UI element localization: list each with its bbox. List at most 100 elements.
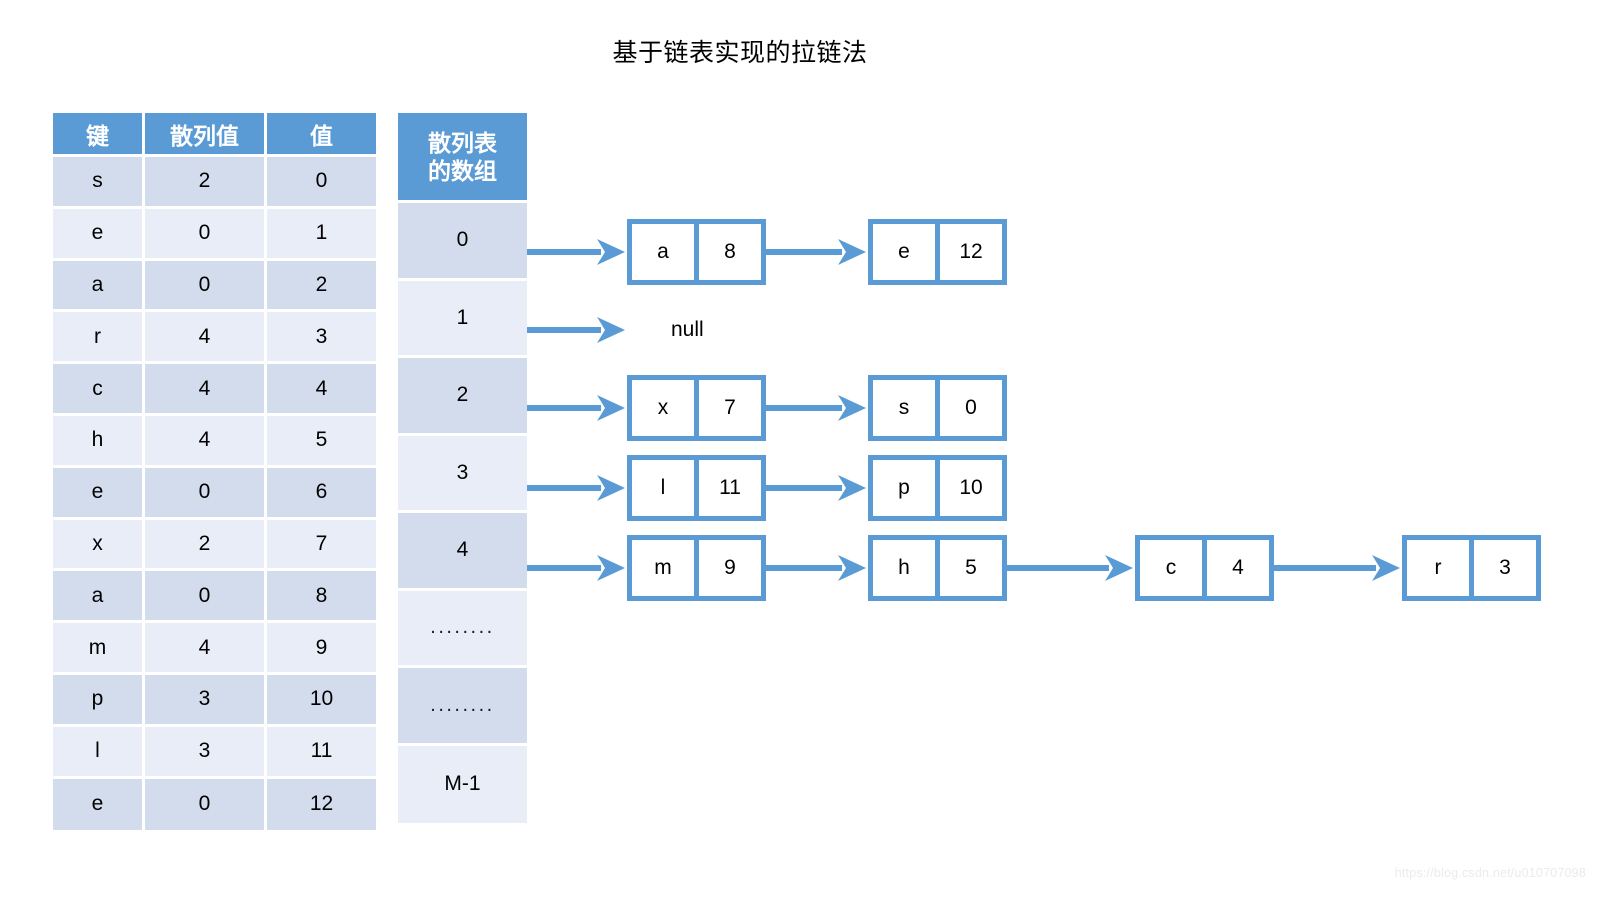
list-node: s 0 [868, 375, 1007, 441]
bucket-cell-4: 4 [398, 513, 527, 591]
cell-key: x [53, 519, 145, 572]
chain-bucket-1: null [527, 297, 704, 363]
node-key: e [873, 224, 935, 280]
table-row: s 2 0 [53, 157, 376, 209]
node-key: l [632, 460, 694, 516]
node-key: x [632, 380, 694, 436]
cell-value: 9 [267, 623, 376, 675]
list-node: p 10 [868, 455, 1007, 521]
node-value: 0 [940, 380, 1002, 436]
arrow-icon [766, 237, 868, 267]
cell-key: h [53, 415, 145, 468]
column-header-hash: 散列值 [145, 113, 267, 157]
cell-value: 10 [267, 674, 376, 727]
hash-array-header: 散列表 的数组 [398, 113, 527, 203]
node-key: h [873, 540, 935, 596]
null-label: null [671, 318, 704, 341]
cell-hash: 0 [145, 260, 267, 313]
arrow-icon [527, 315, 627, 345]
arrow-icon [527, 393, 627, 423]
cell-value: 12 [267, 778, 376, 831]
cell-key: s [53, 157, 145, 209]
page-title: 基于链表实现的拉链法 [612, 39, 868, 67]
node-value: 3 [1474, 540, 1536, 596]
column-header-value: 值 [267, 113, 376, 157]
cell-hash: 4 [145, 364, 267, 416]
cell-hash: 0 [145, 467, 267, 520]
cell-hash: 4 [145, 623, 267, 675]
node-value: 7 [699, 380, 761, 436]
bucket-cell-0: 0 [398, 203, 527, 281]
node-key: r [1407, 540, 1469, 596]
cell-value: 3 [267, 312, 376, 365]
list-node: r 3 [1402, 535, 1541, 601]
cell-value: 5 [267, 415, 376, 468]
cell-hash: 4 [145, 312, 267, 365]
bucket-cell-ellipsis-2: ........ [398, 668, 527, 746]
list-node: a 8 [627, 219, 766, 285]
node-value: 10 [940, 460, 1002, 516]
table-row: x 2 7 [53, 519, 376, 572]
cell-hash: 0 [145, 571, 267, 624]
arrow-icon [527, 553, 627, 583]
cell-key: p [53, 674, 145, 727]
bucket-cell-3: 3 [398, 435, 527, 513]
node-value: 9 [699, 540, 761, 596]
table-row: c 4 4 [53, 364, 376, 416]
bucket-cell-last: M-1 [398, 745, 527, 823]
table-row: p 3 10 [53, 674, 376, 727]
arrow-icon [1274, 553, 1402, 583]
cell-value: 2 [267, 260, 376, 313]
chain-bucket-0: a 8 e 12 [527, 219, 1007, 285]
cell-hash: 3 [145, 726, 267, 779]
table-row: l 3 11 [53, 726, 376, 779]
cell-key: e [53, 208, 145, 261]
table-row: e 0 6 [53, 467, 376, 520]
chain-bucket-3: l 11 p 10 [527, 455, 1007, 521]
table-header-row: 键 散列值 值 [53, 113, 376, 157]
node-key: c [1140, 540, 1202, 596]
node-value: 12 [940, 224, 1002, 280]
arrow-icon [1007, 553, 1135, 583]
list-node: m 9 [627, 535, 766, 601]
bucket-cell-ellipsis-1: ........ [398, 590, 527, 668]
cell-value: 6 [267, 467, 376, 520]
arrow-icon [527, 473, 627, 503]
hash-table-array: 散列表 的数组 0 1 2 3 4 ........ ........ M-1 [398, 113, 527, 823]
table-row: r 4 3 [53, 312, 376, 365]
cell-key: m [53, 623, 145, 675]
node-value: 11 [699, 460, 761, 516]
cell-hash: 4 [145, 415, 267, 468]
list-node: c 4 [1135, 535, 1274, 601]
bucket-cell-2: 2 [398, 358, 527, 436]
cell-key: l [53, 726, 145, 779]
table-row: e 0 12 [53, 778, 376, 831]
arrow-icon [766, 393, 868, 423]
cell-key: a [53, 571, 145, 624]
list-node: l 11 [627, 455, 766, 521]
arrow-icon [527, 237, 627, 267]
node-key: m [632, 540, 694, 596]
arrow-icon [766, 553, 868, 583]
table-row: m 4 9 [53, 623, 376, 675]
arrow-icon [766, 473, 868, 503]
cell-value: 1 [267, 208, 376, 261]
cell-hash: 3 [145, 674, 267, 727]
list-node: e 12 [868, 219, 1007, 285]
chain-bucket-2: x 7 s 0 [527, 375, 1007, 441]
chain-bucket-4: m 9 h 5 c 4 [527, 535, 1541, 601]
cell-key: e [53, 778, 145, 831]
cell-key: a [53, 260, 145, 313]
table-row: a 0 2 [53, 260, 376, 313]
cell-key: r [53, 312, 145, 365]
cell-value: 8 [267, 571, 376, 624]
node-key: a [632, 224, 694, 280]
node-value: 4 [1207, 540, 1269, 596]
table-row: h 4 5 [53, 415, 376, 468]
cell-hash: 2 [145, 157, 267, 209]
list-node: h 5 [868, 535, 1007, 601]
key-hash-value-table: 键 散列值 值 s 2 0 e 0 1 a 0 2 r 4 3 c 4 4 h … [53, 113, 376, 831]
cell-hash: 0 [145, 208, 267, 261]
cell-value: 0 [267, 157, 376, 209]
cell-key: e [53, 467, 145, 520]
